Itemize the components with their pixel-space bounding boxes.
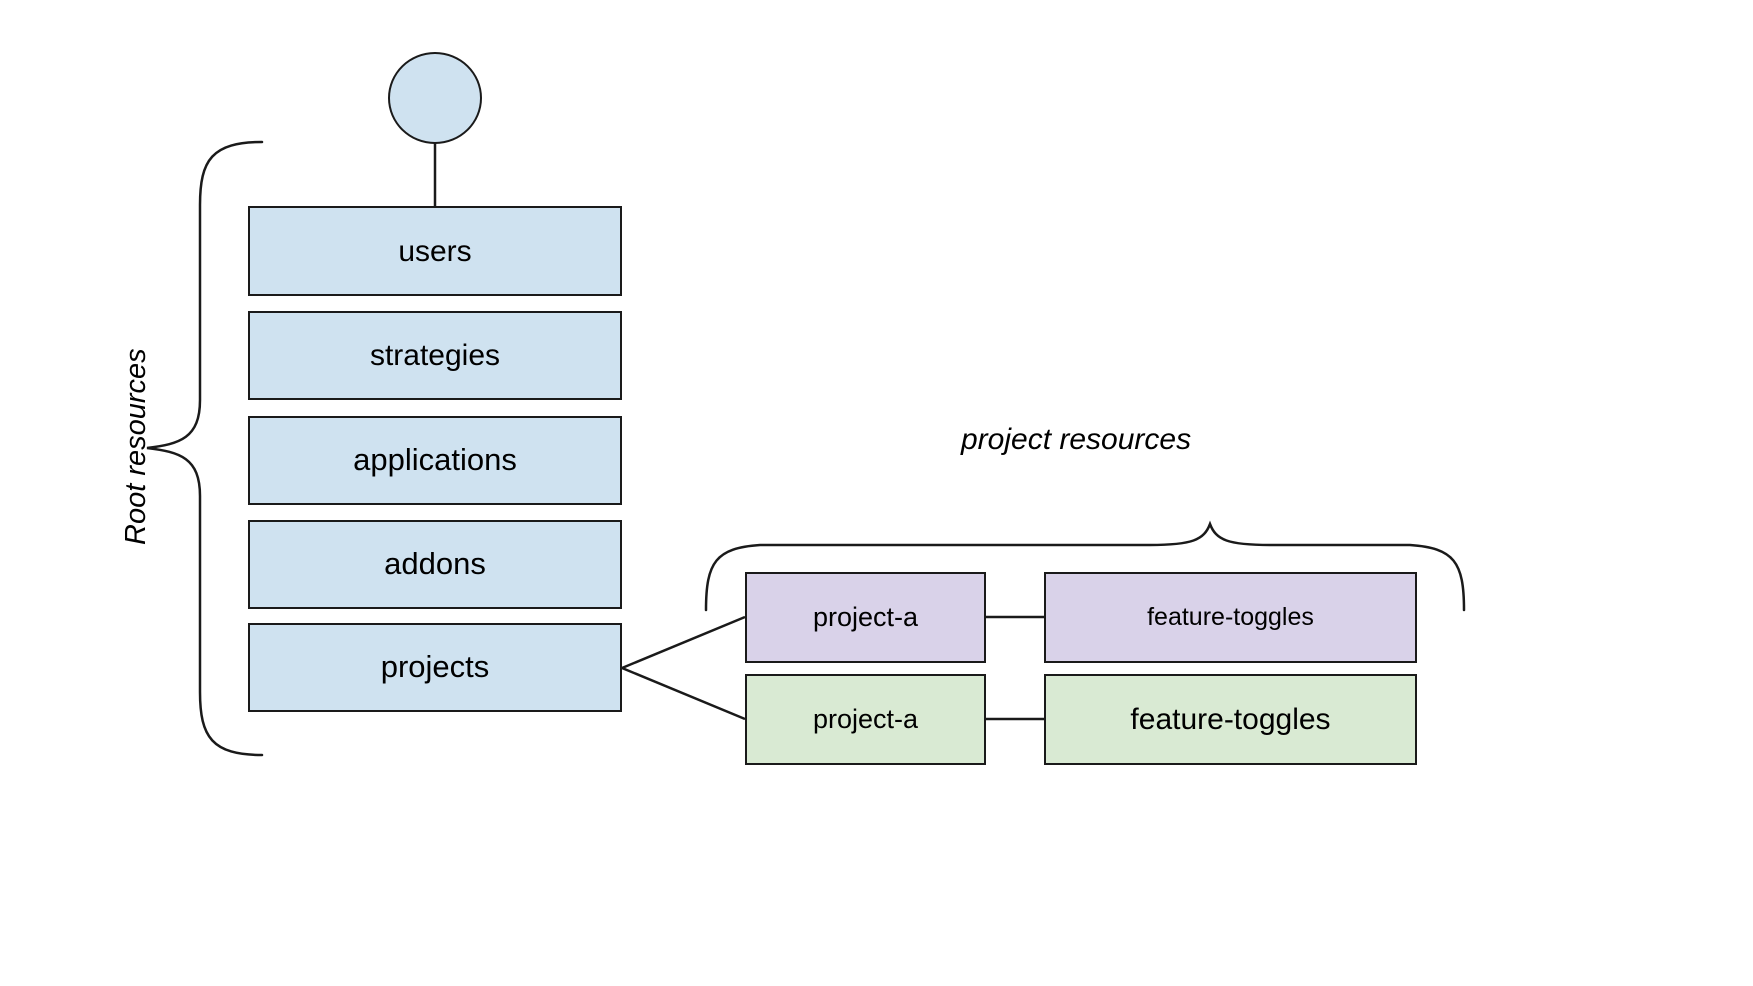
node-project-a-green[interactable]: project-a — [745, 674, 986, 765]
node-feature-toggles-green[interactable]: feature-toggles — [1044, 674, 1417, 765]
node-project-a-purple[interactable]: project-a — [745, 572, 986, 663]
root-resources-label: Root resources — [120, 348, 152, 545]
node-addons[interactable]: addons — [248, 520, 622, 609]
root-circle-node[interactable] — [388, 52, 482, 144]
edge-projects-to-project-row-1 — [621, 615, 746, 670]
node-users[interactable]: users — [248, 206, 622, 296]
root-resources-brace — [146, 140, 264, 757]
node-strategies[interactable]: strategies — [248, 311, 622, 400]
node-projects[interactable]: projects — [248, 623, 622, 712]
project-resources-label: project resources — [961, 423, 1192, 456]
edge-projects-to-project-row-2 — [621, 666, 746, 721]
node-feature-toggles-purple[interactable]: feature-toggles — [1044, 572, 1417, 663]
node-applications[interactable]: applications — [248, 416, 622, 505]
